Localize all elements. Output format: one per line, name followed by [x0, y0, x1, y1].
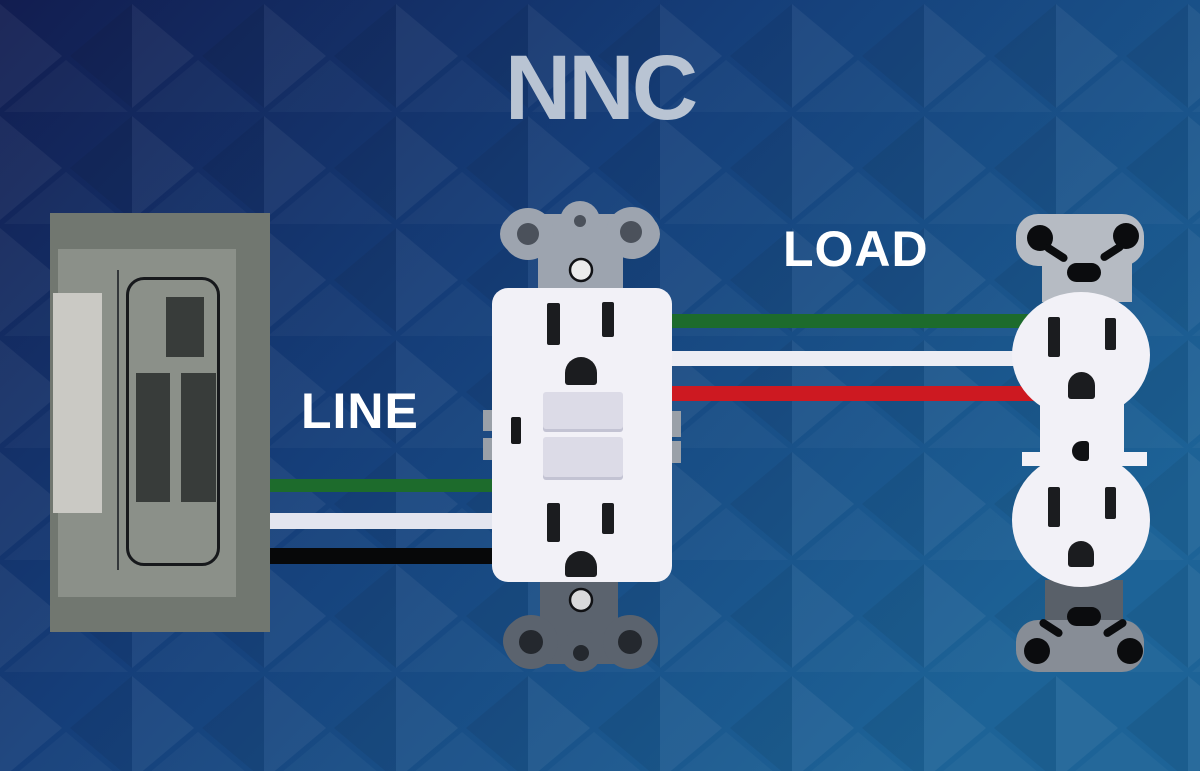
receptacle-bottom-slot-right: [1103, 619, 1127, 637]
panel-label-card: [53, 293, 102, 513]
gfci-reset-button[interactable]: [543, 392, 623, 429]
gfci-top-hot-slot: [602, 302, 614, 337]
receptacle-bottom-screw-hole-right: [1117, 638, 1143, 664]
receptacle-bottom-oval-hole: [1067, 607, 1101, 626]
receptacle-bottom-screw-hole-left: [1024, 638, 1050, 664]
brand-logo: NNC: [504, 37, 698, 139]
gfci-bottom-screw-hole-right: [618, 630, 642, 654]
main-breaker-switch: [166, 297, 204, 357]
receptacle-lower-neutral-slot: [1048, 487, 1060, 527]
receptacle-top-oval-hole: [1067, 263, 1101, 282]
breaker-switch-left: [136, 373, 170, 502]
receptacle-top-screw-hole-left: [1027, 225, 1053, 251]
gfci-top-screw-hole-right: [620, 221, 642, 243]
receptacle-top-slot-left: [1044, 244, 1068, 262]
gfci-top-screw-hole-left: [517, 223, 539, 245]
receptacle-lower-ground-slot: [1068, 541, 1094, 567]
receptacle-upper-ground-slot: [1068, 372, 1095, 399]
gfci-bottom-ground-slot: [565, 551, 597, 577]
receptacle-top-slot-right: [1100, 243, 1124, 261]
gfci-bottom-neutral-slot: [547, 503, 560, 542]
gfci-faceplate: [492, 288, 672, 582]
receptacle-upper-hot-slot: [1105, 318, 1116, 350]
load-hot-wire: [660, 386, 1060, 401]
load-ground-wire: [660, 314, 1060, 328]
receptacle-top-screw-hole-right: [1113, 223, 1139, 249]
gfci-top-neutral-slot: [547, 303, 560, 345]
receptacle-lower-hot-slot: [1105, 487, 1116, 519]
gfci-test-button[interactable]: [543, 437, 623, 477]
receptacle-center-screw: [1072, 441, 1089, 461]
gfci-bottom-screw-hole-left: [519, 630, 543, 654]
breaker-frame: [126, 277, 220, 566]
gfci-bottom-hot-slot: [602, 503, 614, 534]
receptacle-upper-neutral-slot: [1048, 317, 1060, 357]
line-label: LINE: [301, 383, 419, 439]
gfci-top-ground-slot: [565, 357, 597, 385]
gfci-bottom-mounting-screw: [568, 587, 594, 613]
panel-divider-line: [117, 270, 119, 570]
gfci-top-center-hole: [574, 215, 586, 227]
receptacle-bottom-slot-left: [1039, 619, 1063, 637]
breaker-switch-right: [181, 373, 216, 502]
load-label: LOAD: [783, 221, 929, 277]
gfci-top-mounting-screw: [568, 257, 594, 283]
gfci-bottom-center-hole: [573, 645, 589, 661]
load-neutral-wire: [660, 351, 1060, 366]
gfci-side-slot: [511, 417, 521, 444]
